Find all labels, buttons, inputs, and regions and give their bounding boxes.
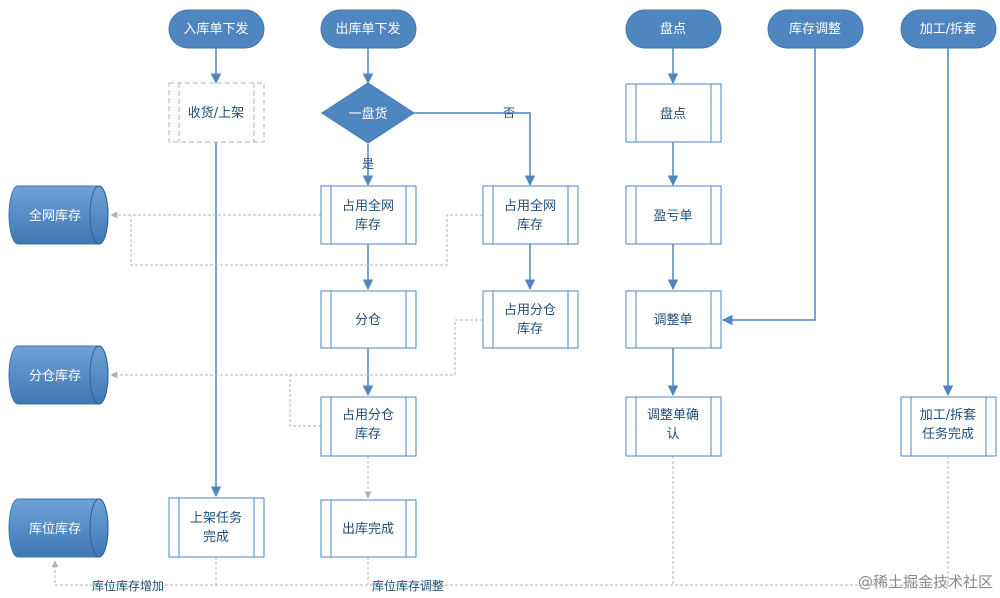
svg-text:入库单下发: 入库单下发	[183, 21, 248, 37]
svg-text:加工/拆套: 加工/拆套	[920, 407, 976, 423]
svg-text:库存: 库存	[355, 426, 381, 442]
process-occupy-warehouse-mid: 占用分仓 库存	[320, 396, 417, 457]
watermark: @稀土掘金技术社区	[858, 573, 993, 591]
solid-connectors	[210, 48, 954, 498]
svg-text:加工/拆套: 加工/拆套	[920, 21, 976, 37]
start-process: 加工/拆套	[900, 9, 997, 49]
start-outbound: 出库单下发	[320, 9, 417, 49]
process-split: 分仓	[320, 290, 417, 349]
decision-one-pool: 一盘货	[321, 82, 415, 144]
svg-text:盘点: 盘点	[660, 21, 686, 37]
process-process-done: 加工/拆套 任务完成	[900, 396, 997, 457]
process-adjust-confirm: 调整单确 认	[625, 396, 722, 457]
svg-text:出库单下发: 出库单下发	[335, 21, 400, 37]
dashed-connectors	[51, 211, 949, 586]
svg-text:占用分仓: 占用分仓	[342, 408, 394, 423]
svg-text:出库完成: 出库完成	[342, 521, 394, 537]
svg-text:占用全网: 占用全网	[342, 198, 394, 214]
svg-text:库存调整: 库存调整	[789, 21, 841, 37]
store-warehouse: 分仓库存	[8, 345, 109, 405]
svg-text:盈亏单: 盈亏单	[653, 209, 692, 224]
svg-text:库位库存: 库位库存	[29, 521, 81, 537]
process-out-done: 出库完成	[320, 499, 417, 558]
process-occupy-network-right: 占用全网 库存	[482, 185, 579, 245]
label-location-increase: 库位库存增加	[92, 578, 164, 593]
svg-text:库存: 库存	[355, 217, 381, 233]
label-location-adjustment: 库位库存调整	[372, 578, 444, 593]
svg-text:盘点: 盘点	[660, 106, 686, 122]
start-stocktake: 盘点	[625, 9, 722, 49]
edge-label-no: 否	[503, 106, 515, 120]
store-location: 库位库存	[8, 498, 109, 558]
svg-text:认: 认	[666, 427, 679, 442]
svg-text:分仓: 分仓	[355, 313, 381, 328]
process-occupy-network-mid: 占用全网 库存	[320, 185, 417, 245]
svg-text:分仓库存: 分仓库存	[29, 368, 81, 384]
svg-text:全网库存: 全网库存	[29, 208, 81, 224]
process-shelf-done: 上架任务 完成	[168, 497, 265, 558]
svg-text:收货/上架: 收货/上架	[188, 105, 244, 121]
process-pl-sheet: 盈亏单	[625, 185, 722, 245]
start-adjust: 库存调整	[767, 9, 864, 49]
edge-label-yes: 是	[362, 157, 374, 171]
start-inbound: 入库单下发	[168, 9, 265, 49]
svg-text:完成: 完成	[203, 530, 229, 545]
svg-text:占用全网: 占用全网	[504, 198, 556, 214]
process-occupy-warehouse-right: 占用分仓 库存	[482, 290, 579, 349]
svg-text:任务完成: 任务完成	[922, 426, 974, 442]
svg-text:库存: 库存	[517, 217, 543, 233]
svg-text:调整单: 调整单	[653, 313, 692, 328]
store-network: 全网库存	[8, 185, 109, 245]
svg-text:上架任务: 上架任务	[190, 510, 242, 526]
svg-text:调整单确: 调整单确	[647, 408, 699, 423]
svg-text:库存: 库存	[517, 321, 543, 337]
process-receive: 收货/上架	[168, 82, 265, 143]
svg-text:占用分仓: 占用分仓	[504, 303, 556, 318]
process-stocktake: 盘点	[625, 83, 722, 143]
process-adjust-sheet: 调整单	[625, 290, 722, 349]
svg-text:一盘货: 一盘货	[348, 106, 387, 122]
